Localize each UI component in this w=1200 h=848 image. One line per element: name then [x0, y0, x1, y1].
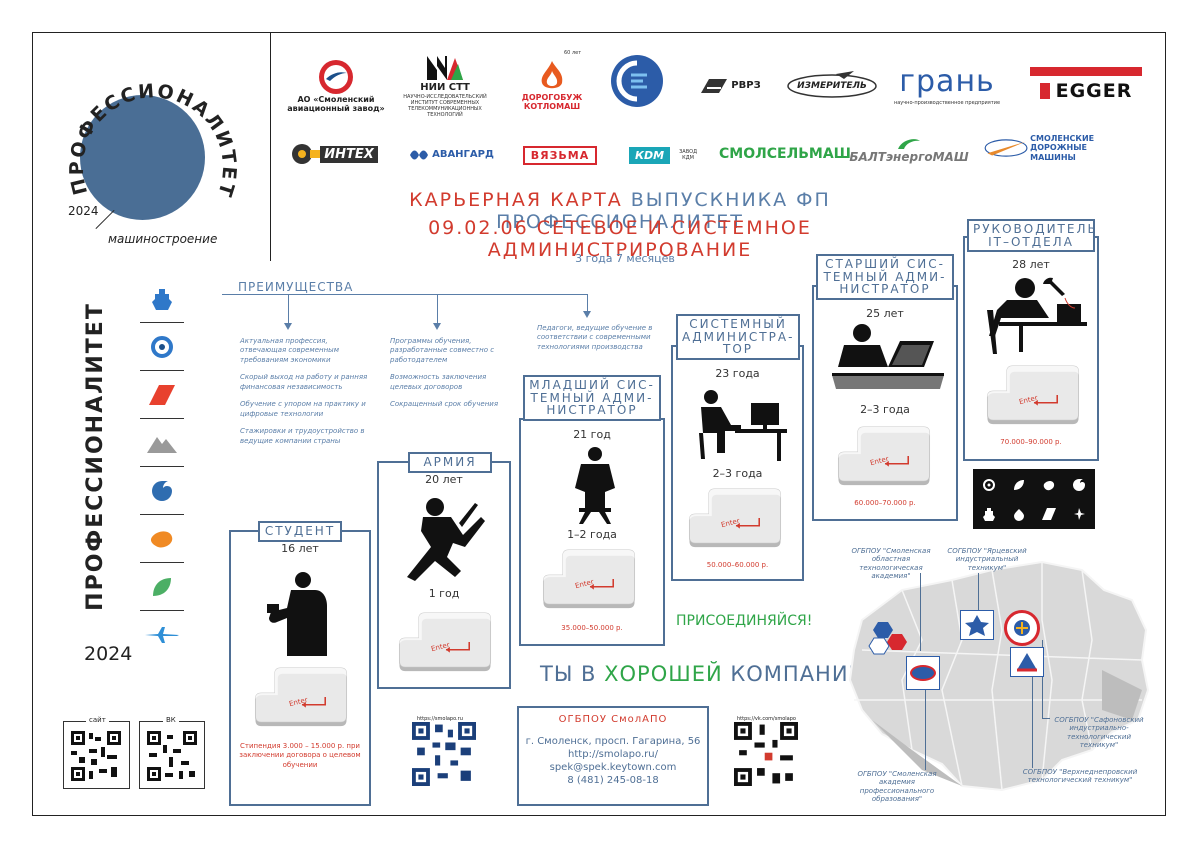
parallelogram-icon: [1035, 500, 1063, 527]
senior-admin-silhouette-icon: [832, 324, 944, 389]
icon-column: [140, 275, 184, 659]
map-label-yartsevo: СОГБПОУ "Ярцевский индустриальный техник…: [947, 547, 1027, 572]
map-label-tech-academy: ОГБПОУ "Смоленская областная технологиче…: [851, 547, 931, 581]
brand-circle-logo: [80, 95, 205, 220]
logo-dorogobuzh-kotlomash: ДОРОГОБУЖ КОТЛОМАШ 60 лет: [521, 50, 583, 111]
logo-izmeritel: ИЗМЕРИТЕЛЬ: [786, 66, 878, 106]
contact-box: ОГБПОУ СмолАПО г. Смоленск, просп. Гагар…: [517, 706, 709, 806]
card-sysadmin-label: СИСТЕМНЫЙ АДМИНИСТРА-ТОР: [676, 314, 800, 360]
logo-smolensk-road-machines: СМОЛЕНСКИЕ ДОРОЖНЫЕ МАШИНЫ: [984, 128, 1130, 168]
qr-code-4[interactable]: [734, 722, 798, 786]
ring-icon: [975, 471, 1003, 498]
airplane-icon: [140, 611, 184, 659]
card-junior-admin-label: МЛАДШИЙ СИС-ТЕМНЫЙ АДМИ-НИСТРАТОР: [523, 375, 661, 421]
smolensk-academy-marker-icon: [906, 656, 940, 690]
soldier-silhouette-icon: [407, 498, 485, 581]
ship-icon: [975, 500, 1003, 527]
ring-icon: [140, 323, 184, 371]
swirl-icon: [1065, 471, 1093, 498]
card-army-label: АРМИЯ: [408, 452, 492, 473]
card-sysadmin: 23 года 2–3 года Enter 50.000–60.000 р.: [671, 345, 804, 581]
logo-gran: грань научно-производственное предприяти…: [893, 63, 1001, 106]
logo-smolselmash: СМОЛСЕЛЬМАШ: [719, 146, 851, 162]
contact-url-link[interactable]: http://smolapo.ru/: [568, 749, 658, 760]
brand-arc-logo: ПРОФЕССИОНАЛИТЕТ: [66, 80, 240, 201]
qr-code-3[interactable]: [412, 722, 476, 786]
blob-icon: [1035, 471, 1063, 498]
benefits-line: [222, 294, 588, 295]
parallelogram-icon: [140, 371, 184, 419]
airplane-icon: [1065, 500, 1093, 527]
mountain-icon: [140, 419, 184, 467]
tech-academy-marker-icon: [868, 622, 907, 655]
contact-phone: 8 (481) 245-08-18: [567, 775, 659, 786]
smolensk-region-map: [848, 560, 1150, 792]
map-label-smolensk-academy: ОГБПОУ "Смоленская академия профессионал…: [857, 770, 937, 804]
card-it-head-label: РУКОВОДИТЕЛЬ IT–ОТДЕЛА: [967, 219, 1096, 253]
blob-icon: [140, 515, 184, 563]
card-student: 16 лет Enter Стипендия 3.000 – 15.000 р.…: [229, 530, 371, 806]
junior-admin-silhouette-icon: [575, 447, 615, 524]
study-duration: 3 года 7 месяцев: [575, 252, 675, 265]
benefits-column-2: Программы обучения, разработанные совмес…: [390, 337, 499, 409]
logo-egger: EGGER: [1030, 62, 1142, 106]
brand-subtitle: машиностроение: [108, 232, 218, 246]
company-slogan: ТЫ В ХОРОШЕЙ КОМПАНИИ!: [540, 662, 875, 686]
it-head-silhouette-icon: [987, 277, 1087, 354]
vertical-year: 2024: [84, 643, 133, 665]
benefits-column-3: Педагоги, ведущие обучение в соответстви…: [537, 324, 653, 351]
header-divider: [270, 33, 271, 261]
safonovo-marker-icon: [1004, 610, 1040, 646]
brand-arc-text: ПРОФЕССИОНАЛИТЕТ: [66, 80, 238, 201]
contact-email-link[interactable]: spek@spek.keytown.com: [549, 762, 677, 773]
qr-vk[interactable]: [147, 731, 197, 781]
logo-blue-circle-emblem: [606, 50, 668, 112]
logo-avangard: АВАНГАРД: [402, 144, 502, 166]
ship-icon: [140, 275, 184, 323]
logo-baltenergomash: БАЛТэнергоМАШ: [849, 134, 969, 168]
swirl-icon: [140, 467, 184, 515]
yartsevo-marker-icon: [960, 610, 994, 640]
brand-year: 2024: [68, 204, 99, 218]
logo-vyazma: ВЯЗЬМА: [518, 144, 602, 166]
benefits-label: ПРЕИМУЩЕСТВА: [238, 280, 354, 294]
benefits-column-1: Актуальная профессия, отвечающая совреме…: [240, 337, 368, 445]
card-it-head: 28 лет Enter 70.000–90.000 р.: [963, 236, 1099, 461]
specialty-title: 09.02.06 СЕТЕВОЕ И СИСТЕМНОЕ АДМИНИСТРИР…: [428, 217, 812, 261]
card-army: 20 лет 1 год Enter: [377, 461, 511, 689]
logo-kdm: КDМ ЗАВОД КДМ: [626, 144, 706, 166]
card-student-label: СТУДЕНТ: [258, 521, 342, 542]
leaf-icon: [1005, 471, 1033, 498]
map-label-safonovo: СОГБПОУ "Сафоновский индустриально-техно…: [1054, 716, 1144, 750]
card-senior-admin: 25 лет 2–3 года Enter 60.000–70.000 р.: [812, 285, 958, 521]
logo-smolensk-aviation: АО «Смоленский авиационный завод»: [286, 52, 386, 120]
map-label-verkhnedneprovsky: СОГБПОУ "Верхнеднепровский технологическ…: [1022, 768, 1138, 785]
card-junior-admin: 21 год 1–2 года Enter 35.000–50.000 р.: [519, 418, 665, 646]
qr-site[interactable]: [71, 731, 121, 781]
icon-grid: [973, 469, 1095, 529]
logo-inteh: ИНТЕХ: [284, 140, 384, 168]
join-slogan: ПРИСОЕДИНЯЙСЯ!: [676, 613, 813, 629]
career-map-title: КАРЬЕРНАЯ КАРТА ВЫПУСКНИКА ФП ПРОФЕССИОН…: [409, 189, 831, 233]
leaf-icon: [140, 563, 184, 611]
card-senior-admin-label: СТАРШИЙ СИС-ТЕМНЫЙ АДМИ-НИСТРАТОР: [816, 254, 954, 300]
logo-nii-stt: НИИ СТТ НАУЧНО-ИССЛЕДОВАТЕЛЬСКИЙ ИНСТИТУ…: [400, 50, 490, 122]
logo-rvrz: РВРЗ: [696, 72, 766, 100]
student-silhouette-icon: [267, 572, 327, 656]
verkhnedneprovsky-marker-icon: [1010, 647, 1044, 677]
vertical-title: ПРОФЕССИОНАЛИТЕТ: [82, 301, 108, 611]
droplet-icon: [1005, 500, 1033, 527]
sysadmin-silhouette-icon: [699, 390, 787, 461]
svg-text:ПРОФЕССИОНАЛИТЕТ: ПРОФЕССИОНАЛИТЕТ: [66, 80, 240, 201]
